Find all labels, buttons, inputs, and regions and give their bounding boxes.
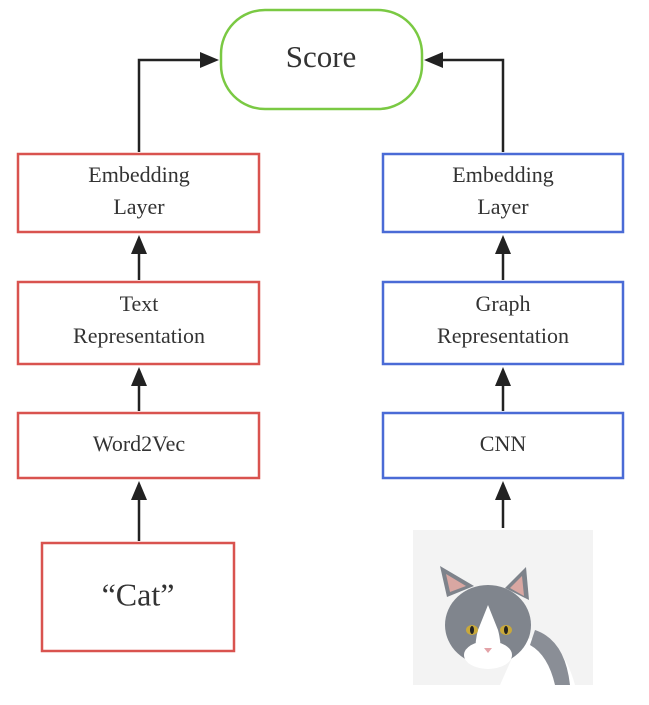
cat-photo xyxy=(413,530,593,685)
text-representation-line1: Text xyxy=(120,291,159,316)
text-representation-node: Text Representation xyxy=(16,280,261,366)
cnn-box xyxy=(381,411,625,480)
text-input-label: “Cat” xyxy=(102,576,175,612)
cat-right-ear-inner xyxy=(510,576,524,596)
text-embedding-line2: Layer xyxy=(113,194,165,219)
cat-right-pupil xyxy=(504,626,508,634)
edge-text-representation-to-embedding xyxy=(131,235,147,280)
cat-back-fur xyxy=(530,630,570,685)
text-input-box xyxy=(40,541,236,653)
text-embedding-layer-box xyxy=(16,152,261,234)
edge-cnn-to-graph-representation xyxy=(495,367,511,411)
image-embedding-layer-box xyxy=(381,152,625,234)
text-representation-line2: Representation xyxy=(73,323,205,348)
cat-left-pupil xyxy=(470,626,474,634)
score-node-shape xyxy=(219,8,424,111)
image-embedding-line1: Embedding xyxy=(452,162,553,187)
edge-word2vec-to-text-representation xyxy=(131,367,147,411)
edge-cat-photo-to-cnn xyxy=(495,481,511,528)
score-node: Score xyxy=(219,8,424,111)
text-embedding-layer-node: Embedding Layer xyxy=(16,152,261,234)
graph-representation-line1: Graph xyxy=(476,291,531,316)
graph-representation-line2: Representation xyxy=(437,323,569,348)
edge-text-input-to-word2vec xyxy=(131,481,147,541)
word2vec-box xyxy=(16,411,261,480)
text-representation-box xyxy=(16,280,261,366)
image-embedding-line2: Layer xyxy=(477,194,529,219)
score-label: Score xyxy=(286,39,357,74)
edge-graph-representation-to-embedding xyxy=(495,235,511,280)
word2vec-label: Word2Vec xyxy=(93,431,186,456)
edge-text-embedding-to-score xyxy=(137,52,219,152)
image-embedding-layer-node: Embedding Layer xyxy=(381,152,625,234)
graph-representation-box xyxy=(381,280,625,366)
cat-nose xyxy=(484,648,492,653)
text-input-node: “Cat” xyxy=(40,541,236,653)
edge-image-embedding-to-score xyxy=(424,52,505,152)
cnn-label: CNN xyxy=(480,431,527,456)
cat-muzzle xyxy=(464,641,512,669)
text-embedding-line1: Embedding xyxy=(88,162,189,187)
cnn-node: CNN xyxy=(381,411,625,480)
word2vec-node: Word2Vec xyxy=(16,411,261,480)
graph-representation-node: Graph Representation xyxy=(381,280,625,366)
cat-left-ear-inner xyxy=(446,574,466,592)
